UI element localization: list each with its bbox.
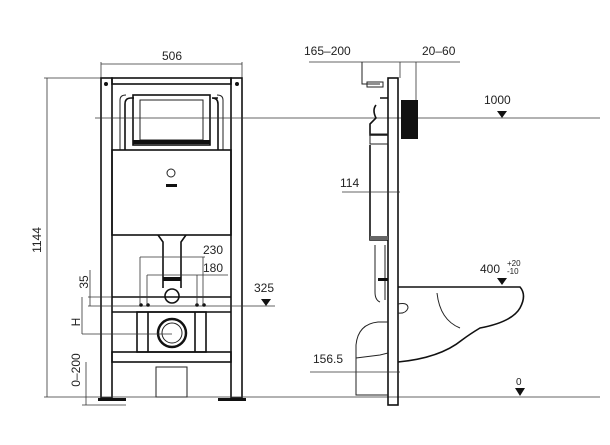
level-1000-label: 1000 (484, 93, 511, 107)
level-marker-icon (497, 111, 507, 118)
wall-hung-bowl (397, 286, 525, 363)
flush-plate (401, 100, 418, 139)
level-400-tol-plus: +20 (507, 259, 521, 268)
waste-outlet (156, 317, 188, 349)
dim-230-label: 230 (203, 243, 223, 257)
level-400-label: 400 (480, 262, 500, 276)
dim-114-label: 114 (340, 176, 359, 190)
front-view: 506 1144 (30, 49, 600, 406)
dim-35-label: 35 (77, 275, 91, 289)
side-frame (387, 77, 399, 406)
dim-165-200-label: 165–200 (304, 44, 351, 58)
dim-h-label: H (69, 318, 83, 327)
width-label: 506 (162, 49, 182, 63)
top-bar (111, 77, 232, 85)
water-inlet (164, 288, 180, 304)
right-rail (230, 77, 243, 399)
level-325-label: 325 (254, 281, 274, 295)
dim-0-200-label: 0–200 (69, 353, 83, 387)
level-marker-icon (497, 278, 507, 285)
dim-156-5-label: 156.5 (313, 352, 343, 366)
flush-plate-opening (132, 94, 211, 146)
height-label: 1144 (30, 227, 44, 253)
level-marker-icon (261, 299, 271, 306)
dim-20-60-label: 20–60 (422, 44, 456, 58)
dim-180-label: 180 (203, 261, 223, 275)
cistern (111, 149, 232, 236)
level-0-label: 0 (516, 377, 522, 388)
left-rail (100, 77, 113, 399)
level-400-tol-minus: -10 (507, 267, 519, 276)
level-marker-icon (515, 388, 525, 396)
side-view: 165–200 20–60 1000 114 400 +20 -10 (304, 44, 525, 406)
